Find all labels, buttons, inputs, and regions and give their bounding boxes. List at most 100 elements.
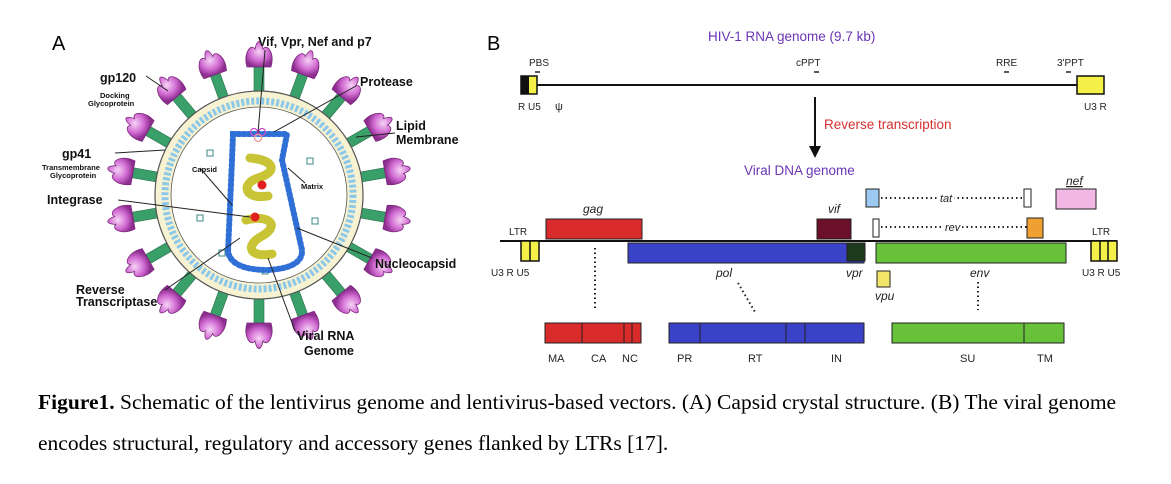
label-ltr-left: LTR [509, 227, 527, 238]
label-pbs: PBS [529, 58, 549, 69]
rna-genome-title: HIV-1 RNA genome (9.7 kb) [708, 29, 875, 44]
gp120-knob [125, 248, 155, 278]
label-r-u5: R U5 [518, 102, 541, 113]
label-docking: Docking [100, 91, 130, 100]
label-env: env [970, 266, 990, 280]
tat-exon-1 [865, 188, 880, 208]
caption-text: Schematic of the lentivirus genome and l… [38, 390, 1117, 455]
gag-polyprotein [544, 322, 642, 344]
gp120-knob [198, 310, 227, 340]
envelope-spike [358, 204, 411, 233]
pol-polyprotein [668, 322, 865, 344]
gp120-knob [125, 112, 155, 142]
viral-rna-strand [241, 214, 277, 260]
label-rre: RRE [996, 58, 1017, 69]
label-gag: gag [583, 202, 603, 216]
pol-connector [737, 282, 756, 313]
integrase-dot [250, 212, 260, 222]
panel-b: B HIV-1 RNA genome (9.7 kb) PBS cPPT RRE… [487, 29, 1121, 365]
label-vpu: vpu [875, 289, 895, 303]
tat-exon-2 [1023, 188, 1032, 208]
envelope-spike [245, 41, 273, 94]
gp41-stalk [131, 207, 160, 223]
label-ltr-right: LTR [1092, 227, 1110, 238]
protein-square [311, 217, 319, 225]
caption-bold: Figure1. [38, 390, 115, 414]
label-viral-rna: Viral RNA [297, 329, 354, 343]
env-polyprotein [891, 322, 1065, 344]
nef-gene [1055, 188, 1097, 210]
label-gp120: gp120 [100, 71, 136, 85]
envelope-spike [358, 157, 411, 186]
dna-genome-title: Viral DNA genome [744, 163, 855, 178]
label-docking-glyco: Glycoprotein [88, 99, 135, 108]
protease-cluster-icon [249, 127, 267, 143]
gp41-stalk [131, 167, 160, 183]
lentivirus-figure: A [42, 29, 1121, 365]
label-gp41: gp41 [62, 147, 91, 161]
envelope-spike [107, 157, 160, 186]
label-capsid: Capsid [192, 165, 217, 174]
rna-5-cap [521, 76, 529, 94]
protein-square [306, 157, 314, 165]
envelope-spike [198, 50, 230, 102]
label-su: SU [960, 353, 975, 365]
envelope-spike [157, 76, 198, 121]
gp41-stalk [358, 167, 387, 183]
rna-3-end-box [1076, 75, 1105, 95]
gp120-knob [382, 157, 411, 186]
label-trans-glyco: Glycoprotein [50, 171, 97, 180]
gp120-knob [291, 310, 320, 340]
gp120-knob [331, 76, 361, 106]
label-ma: MA [548, 353, 565, 365]
panel-b-letter: B [487, 33, 500, 55]
gp120-knob [157, 76, 187, 106]
label-nef: nef [1066, 174, 1084, 188]
label-u3-r-u5-left: U3 R U5 [491, 268, 530, 279]
label-cppt: cPPT [796, 58, 820, 69]
envelope-spike [320, 269, 361, 314]
envelope-spike [125, 112, 174, 149]
rev-exon-2 [1026, 217, 1044, 239]
env-gene [875, 242, 1067, 264]
leader-lines [114, 49, 396, 332]
figure-caption: Figure1. Schematic of the lentivirus gen… [38, 382, 1153, 464]
rt-label: Reverse transcription [824, 117, 952, 132]
envelope-spike [320, 76, 361, 121]
protein-square [196, 214, 204, 222]
label-nucleocapsid: Nucleocapsid [375, 257, 456, 271]
gp120-knob [382, 204, 411, 233]
gp120-knob [291, 50, 320, 80]
envelope-spike [288, 50, 320, 102]
label-vpr: vpr [846, 266, 864, 280]
panel-a-letter: A [52, 33, 66, 55]
envelope-spike [245, 296, 273, 349]
label-matrix: Matrix [301, 182, 324, 191]
label-rt: RT [748, 353, 763, 365]
envelope-spike [198, 288, 230, 340]
label-protease: Protease [360, 75, 413, 89]
vpu-gene [876, 270, 891, 288]
rt-arrow-head [809, 146, 821, 158]
label-genome: Genome [304, 344, 354, 358]
gp120-knob [107, 157, 136, 186]
viral-rna-strand [242, 153, 276, 202]
label-reverse: Reverse [76, 283, 125, 297]
label-in: IN [831, 353, 842, 365]
reverse-transcriptase-dot [257, 180, 267, 190]
vif-gene [816, 218, 852, 240]
label-integrase: Integrase [47, 193, 103, 207]
label-ca: CA [591, 353, 607, 365]
label-pol: pol [715, 266, 732, 280]
pol-gene [627, 242, 865, 264]
gp120-knob [157, 284, 187, 314]
gp120-knob [245, 322, 273, 349]
label-vif: vif [828, 202, 842, 216]
label-lipid: Lipid [396, 119, 426, 133]
gp41-stalk [358, 207, 387, 223]
label-3ppt: 3'PPT [1057, 58, 1084, 69]
label-vif-vpr-nef: Vif, Vpr, Nef and p7 [258, 35, 372, 49]
gp120-knob [245, 41, 273, 68]
envelope-spike [157, 269, 198, 314]
label-transcriptase: Transcriptase [76, 295, 157, 309]
